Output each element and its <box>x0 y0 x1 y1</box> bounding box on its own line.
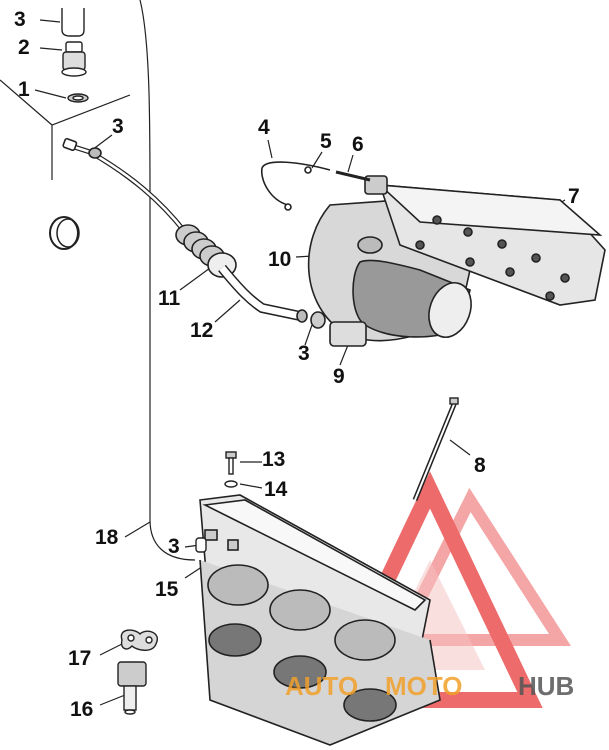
callout-16: 16 <box>70 698 93 721</box>
callout-15: 15 <box>155 578 179 601</box>
bolt-and-washer <box>224 451 238 488</box>
callout-5: 5 <box>320 130 332 153</box>
long-bolt <box>412 397 459 501</box>
small-fittings <box>49 8 89 250</box>
callout-12: 12 <box>190 319 213 342</box>
engine-block <box>199 494 441 746</box>
callout-9: 9 <box>333 365 345 388</box>
callout-11: 11 <box>158 287 181 310</box>
callout-17: 17 <box>68 647 91 670</box>
exhaust-manifold <box>307 175 606 347</box>
watermark-word-3: HUB <box>518 671 574 701</box>
water-hose <box>62 137 326 329</box>
watermark-word-2: MOTO <box>385 671 463 701</box>
callout-18: 18 <box>95 526 119 549</box>
callout-2: 2 <box>18 36 30 59</box>
small-hose <box>261 161 371 211</box>
watermark-text: AUTO MOTO HUB <box>285 671 574 701</box>
callout-4: 4 <box>258 116 270 139</box>
fitting-gasket <box>120 629 158 651</box>
callout-10: 10 <box>268 248 291 271</box>
callout-14: 14 <box>264 478 288 501</box>
callout-7: 7 <box>568 185 580 208</box>
callout-3: 3 <box>112 115 124 138</box>
callout-8: 8 <box>474 454 486 477</box>
callout-1: 1 <box>18 78 30 101</box>
callout-3: 3 <box>168 535 180 558</box>
callout-13: 13 <box>262 448 285 471</box>
watermark-word-1: AUTO <box>285 671 358 701</box>
callout-labels: 3 2 1 3 4 5 6 7 10 11 12 3 9 8 13 14 18 … <box>14 8 580 721</box>
fitting-nipple <box>117 661 147 715</box>
callout-6: 6 <box>352 133 364 156</box>
callout-3: 3 <box>298 342 310 365</box>
callout-3: 3 <box>14 8 26 31</box>
hose-clamp-lower <box>195 537 207 553</box>
